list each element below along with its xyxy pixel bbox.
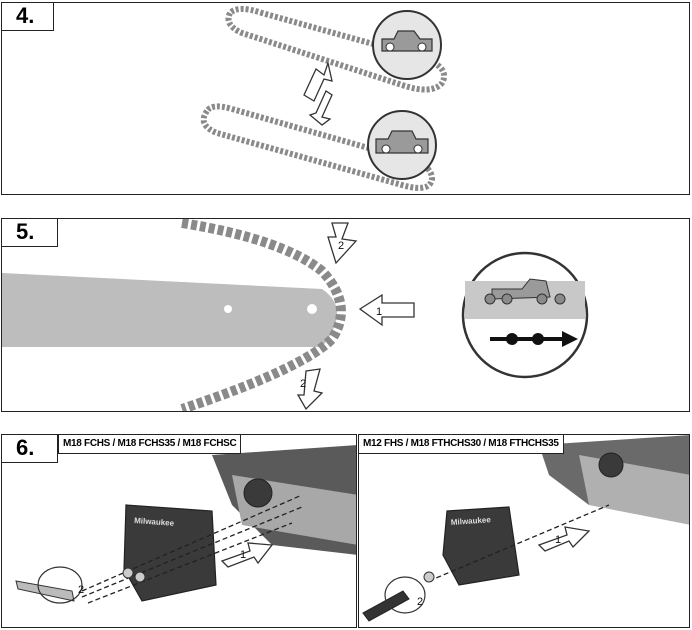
sprocket [243,478,273,508]
cover-brand: Milwaukee [134,516,175,528]
arrow-top [327,222,358,265]
rotate-arrow-right-label: 2 [417,596,423,608]
bar-hole-1 [224,305,232,313]
alignment-lines [81,494,303,604]
right-model-list: M12 FHS / M18 FTHCHS30 / M18 FTHCHS35 [359,435,564,454]
slide-arrow-right [537,526,591,552]
wrench-right [362,590,410,622]
step-6-right-panel: M12 FHS / M18 FTHCHS30 / M18 FTHCHS35 Mi… [358,434,690,628]
push-arrow-label: 1 [376,306,382,318]
step-4-label: 4. [2,3,54,31]
chain-link-zoom-lower [367,110,437,180]
rotate-arrow-label: 2 [78,584,84,596]
nut-2 [134,571,146,583]
slide-arrow-label: 1 [240,549,246,561]
wrench [15,580,75,602]
nut-1 [122,567,134,579]
guide-bar [2,273,337,347]
chain-around-nose [180,219,346,411]
chain-link-zoom-upper [372,10,442,80]
arrow-bottom [296,368,324,411]
nut-right [423,571,435,583]
chain-loop-upper [225,6,448,93]
bar-hole-2 [307,304,317,314]
swap-arrows [303,60,333,126]
side-cover [123,504,217,602]
push-arrow [358,293,415,327]
sprocket-right [598,452,624,478]
step-6-right-illustration: Milwaukee 1 2 [362,435,689,622]
step-5-label: 5. [2,219,58,247]
step-6-left-illustration: Milwaukee 1 2 [15,445,356,604]
step-5-illustration: 1 2 2 [2,219,589,411]
left-model-list: M18 FCHS / M18 FCHS35 / M18 FCHSC [58,435,242,454]
side-cover-right [442,506,520,586]
arrow-top-label: 2 [338,240,344,252]
rotate-arrow-right [384,576,426,614]
step-4-illustration [200,6,448,191]
slide-arrow [220,542,274,568]
rotate-arrow [37,566,83,604]
alignment-line-right [428,504,610,582]
step-5-panel: 5. 1 [1,218,690,412]
step-4-panel: 4. [1,2,690,195]
chain-direction-zoom [461,251,589,379]
step-6-left-panel: 6. M18 FCHS / M18 FCHS35 / M18 FCHSC Mil… [1,434,357,628]
slide-arrow-right-label: 1 [555,534,561,546]
cover-brand-right: Milwaukee [451,515,492,527]
step-6-label: 6. [2,435,58,463]
arrow-bottom-label: 2 [300,378,306,390]
chain-loop-lower [200,103,436,191]
